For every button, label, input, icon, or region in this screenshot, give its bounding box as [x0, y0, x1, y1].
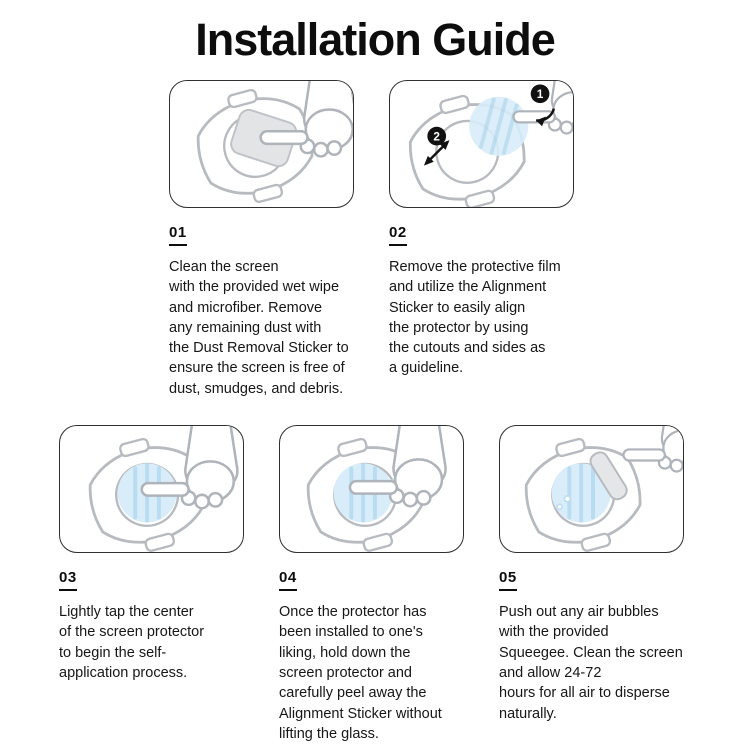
step-05: 05 Push out any air bubbles with the pro…: [499, 425, 691, 744]
step-description: Once the protector has been installed to…: [279, 604, 442, 742]
illustration-step-05: [499, 425, 684, 554]
svg-text:2: 2: [433, 130, 440, 144]
illustration-step-04: [279, 425, 464, 554]
step-number: 01: [169, 224, 187, 246]
badge-2: 2: [427, 126, 447, 146]
step-number: 04: [279, 569, 297, 592]
air-bubbles-icon: [556, 495, 572, 510]
squeegee-icon: [589, 451, 628, 501]
step-description: Clean the screen with the provided wet w…: [169, 259, 349, 397]
page-title: Installation Guide: [195, 14, 556, 65]
alignment-arrow-icon: [423, 140, 450, 166]
step-number: 02: [389, 224, 407, 246]
step-description: Lightly tap the center of the screen pro…: [59, 604, 205, 681]
illustration-step-01: [169, 80, 354, 208]
step-description: Remove the protective film and utilize t…: [389, 259, 561, 377]
steps-row-2: 03 Lightly tap the center of the screen …: [0, 425, 750, 744]
step-number: 03: [59, 569, 77, 592]
step-01: 01 Clean the screen with the provided we…: [169, 80, 361, 399]
step-description: Push out any air bubbles with the provid…: [499, 604, 683, 722]
svg-text:1: 1: [537, 87, 544, 101]
steps-row-1: 01 Clean the screen with the provided we…: [0, 80, 750, 399]
badge-1: 1: [530, 84, 550, 104]
step-number: 05: [499, 569, 517, 592]
step-03: 03 Lightly tap the center of the screen …: [59, 425, 251, 744]
illustration-step-03: [59, 425, 244, 554]
step-04: 04 Once the protector has been installed…: [279, 425, 471, 744]
step-02: 1 2 02 Remove the protective film and ut…: [389, 80, 581, 399]
illustration-step-02: 1 2: [389, 80, 574, 208]
arrow-icon: [535, 108, 556, 127]
